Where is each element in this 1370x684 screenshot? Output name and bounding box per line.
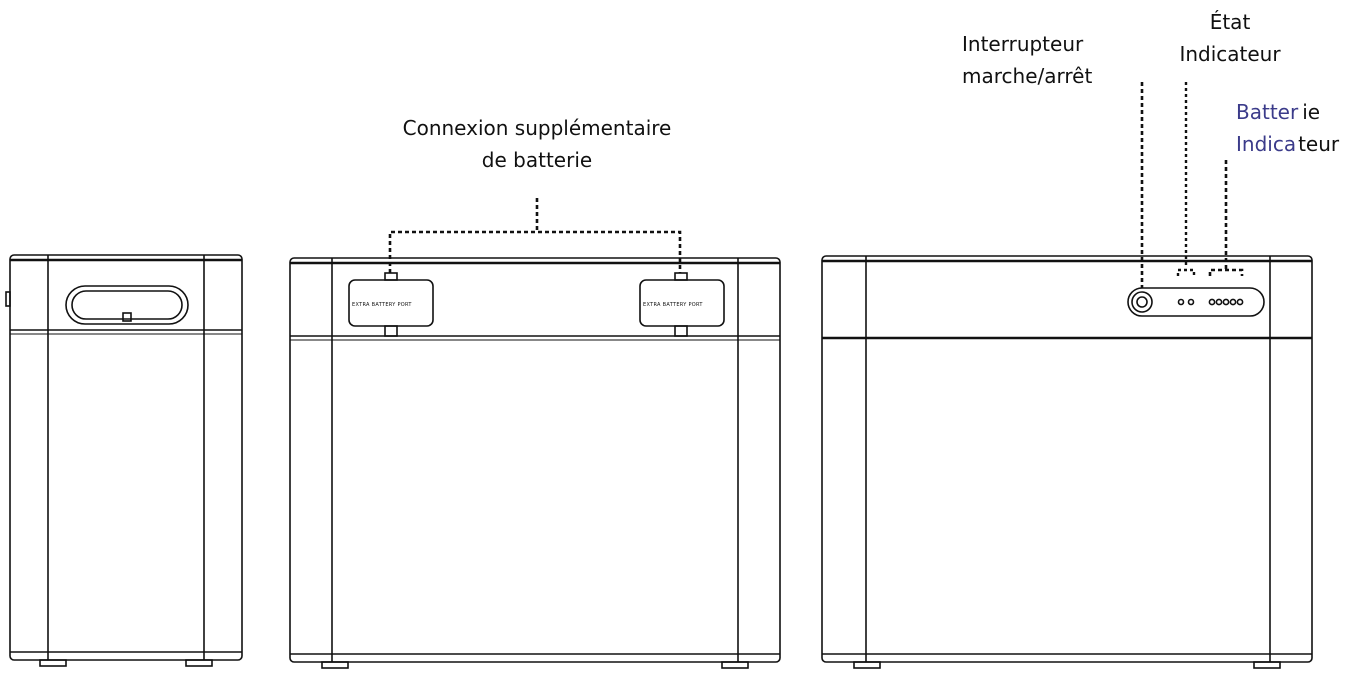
port-left-tab-bottom xyxy=(384,325,398,337)
battery-indicator-line1b: ie xyxy=(1302,100,1321,124)
state-indicator-line1: État xyxy=(1209,10,1251,34)
front-foot-right xyxy=(721,661,749,669)
front-view-unit xyxy=(289,198,781,669)
side-vent-nub xyxy=(5,291,11,307)
state-led-1 xyxy=(1177,298,1185,306)
extra-connection-line1: Connexion supplémentaire xyxy=(402,116,672,140)
power-switch-outer xyxy=(1131,291,1153,313)
battery-led-1 xyxy=(1208,298,1216,306)
port-right-text: EXTRA BATTERY PORT xyxy=(643,302,703,308)
state-indicator-line2: Indicateur xyxy=(1179,42,1281,66)
battery-indicator-line2a: Indica xyxy=(1236,132,1297,156)
port-right-tab-top xyxy=(674,272,688,281)
state-indicator-label: État Indicateur xyxy=(1160,6,1300,70)
extra-connection-leader xyxy=(388,198,682,273)
side-handle-outer xyxy=(65,285,189,325)
panel-foot-left xyxy=(853,661,881,669)
battery-led-group xyxy=(1208,298,1244,306)
port-right-tab-bottom xyxy=(674,325,688,337)
power-switch-line1: Interrupteur xyxy=(962,32,1084,56)
state-indicator-leader xyxy=(1176,82,1196,276)
side-handle-inner xyxy=(71,290,183,320)
state-led-2 xyxy=(1187,298,1195,306)
control-strip xyxy=(1127,287,1265,317)
power-switch-label: Interrupteur marche/arrêt xyxy=(962,28,1092,92)
battery-indicator-line1a: Batter xyxy=(1236,100,1299,124)
front-body xyxy=(289,257,781,663)
port-left-text: EXTRA BATTERY PORT xyxy=(352,302,412,308)
battery-indicator-leader xyxy=(1208,160,1244,276)
extra-connection-line2: de batterie xyxy=(481,148,593,172)
power-switch-inner xyxy=(1136,296,1148,308)
battery-led-3 xyxy=(1222,298,1230,306)
port-left-tab-top xyxy=(384,272,398,281)
battery-led-5 xyxy=(1236,298,1244,306)
panel-body xyxy=(821,255,1313,663)
panel-foot-right xyxy=(1253,661,1281,669)
panel-view-unit xyxy=(821,82,1313,669)
side-view-unit xyxy=(5,254,243,667)
power-switch-line2: marche/arrêt xyxy=(962,64,1093,88)
extra-connection-label: Connexion supplémentaire de batterie xyxy=(372,112,702,176)
side-handle-clip xyxy=(122,312,132,322)
battery-indicator-line2b: teur xyxy=(1298,132,1340,156)
side-foot-left xyxy=(39,659,67,667)
side-foot-right xyxy=(185,659,213,667)
front-foot-left xyxy=(321,661,349,669)
battery-led-4 xyxy=(1229,298,1237,306)
battery-led-2 xyxy=(1215,298,1223,306)
side-body xyxy=(9,254,243,661)
